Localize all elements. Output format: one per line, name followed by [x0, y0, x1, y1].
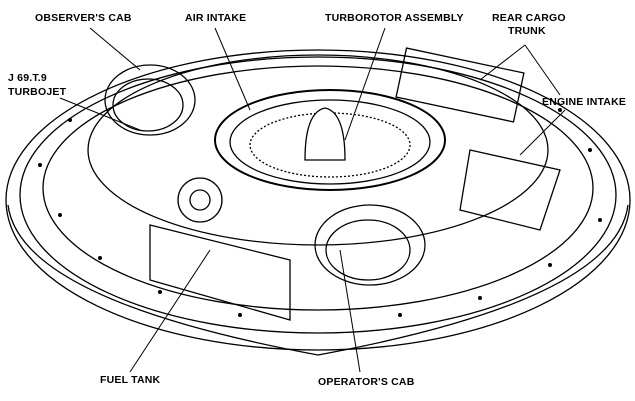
turbojet-left-core: [189, 189, 211, 211]
label-trunk: TRUNK: [508, 25, 546, 37]
turborotor-grid: [249, 112, 411, 178]
leader-lines: [59, 27, 566, 373]
observers-cab-canopy: [104, 64, 196, 136]
outer-rim: [5, 49, 631, 351]
operators-cab-canopy: [314, 204, 426, 286]
rim-inner: [19, 56, 617, 334]
turborotor-hub: [304, 107, 346, 161]
rim-rivets: [38, 108, 602, 317]
label-rear-cargo: REAR CARGO: [492, 12, 566, 24]
label-engine-intake: ENGINE INTAKE: [542, 96, 627, 108]
rear-cargo-trunk: [395, 47, 525, 123]
air-intake-inner: [229, 99, 431, 185]
label-turbojet: TURBOJET: [8, 86, 67, 98]
operators-cab-window: [325, 219, 411, 281]
engine-intake-right: [459, 149, 561, 231]
fuel-tank: [149, 224, 291, 321]
label-air-intake: AIR INTAKE: [185, 12, 247, 24]
rim-underside: [7, 204, 629, 356]
observers-cab-window: [112, 78, 184, 132]
air-intake-ring: [214, 89, 446, 191]
turbojet-left: [177, 177, 223, 223]
label-fuel-tank: FUEL TANK: [100, 374, 161, 386]
label-turborotor-assembly: TURBOROTOR ASSEMBLY: [325, 12, 464, 24]
rim-band: [42, 65, 594, 311]
label-operators-cab: OPERATOR'S CAB: [318, 376, 415, 388]
label-turbojet-model: J 69.T.9: [8, 72, 47, 84]
upper-surface: [87, 54, 549, 246]
label-observers-cab: OBSERVER'S CAB: [35, 12, 132, 24]
